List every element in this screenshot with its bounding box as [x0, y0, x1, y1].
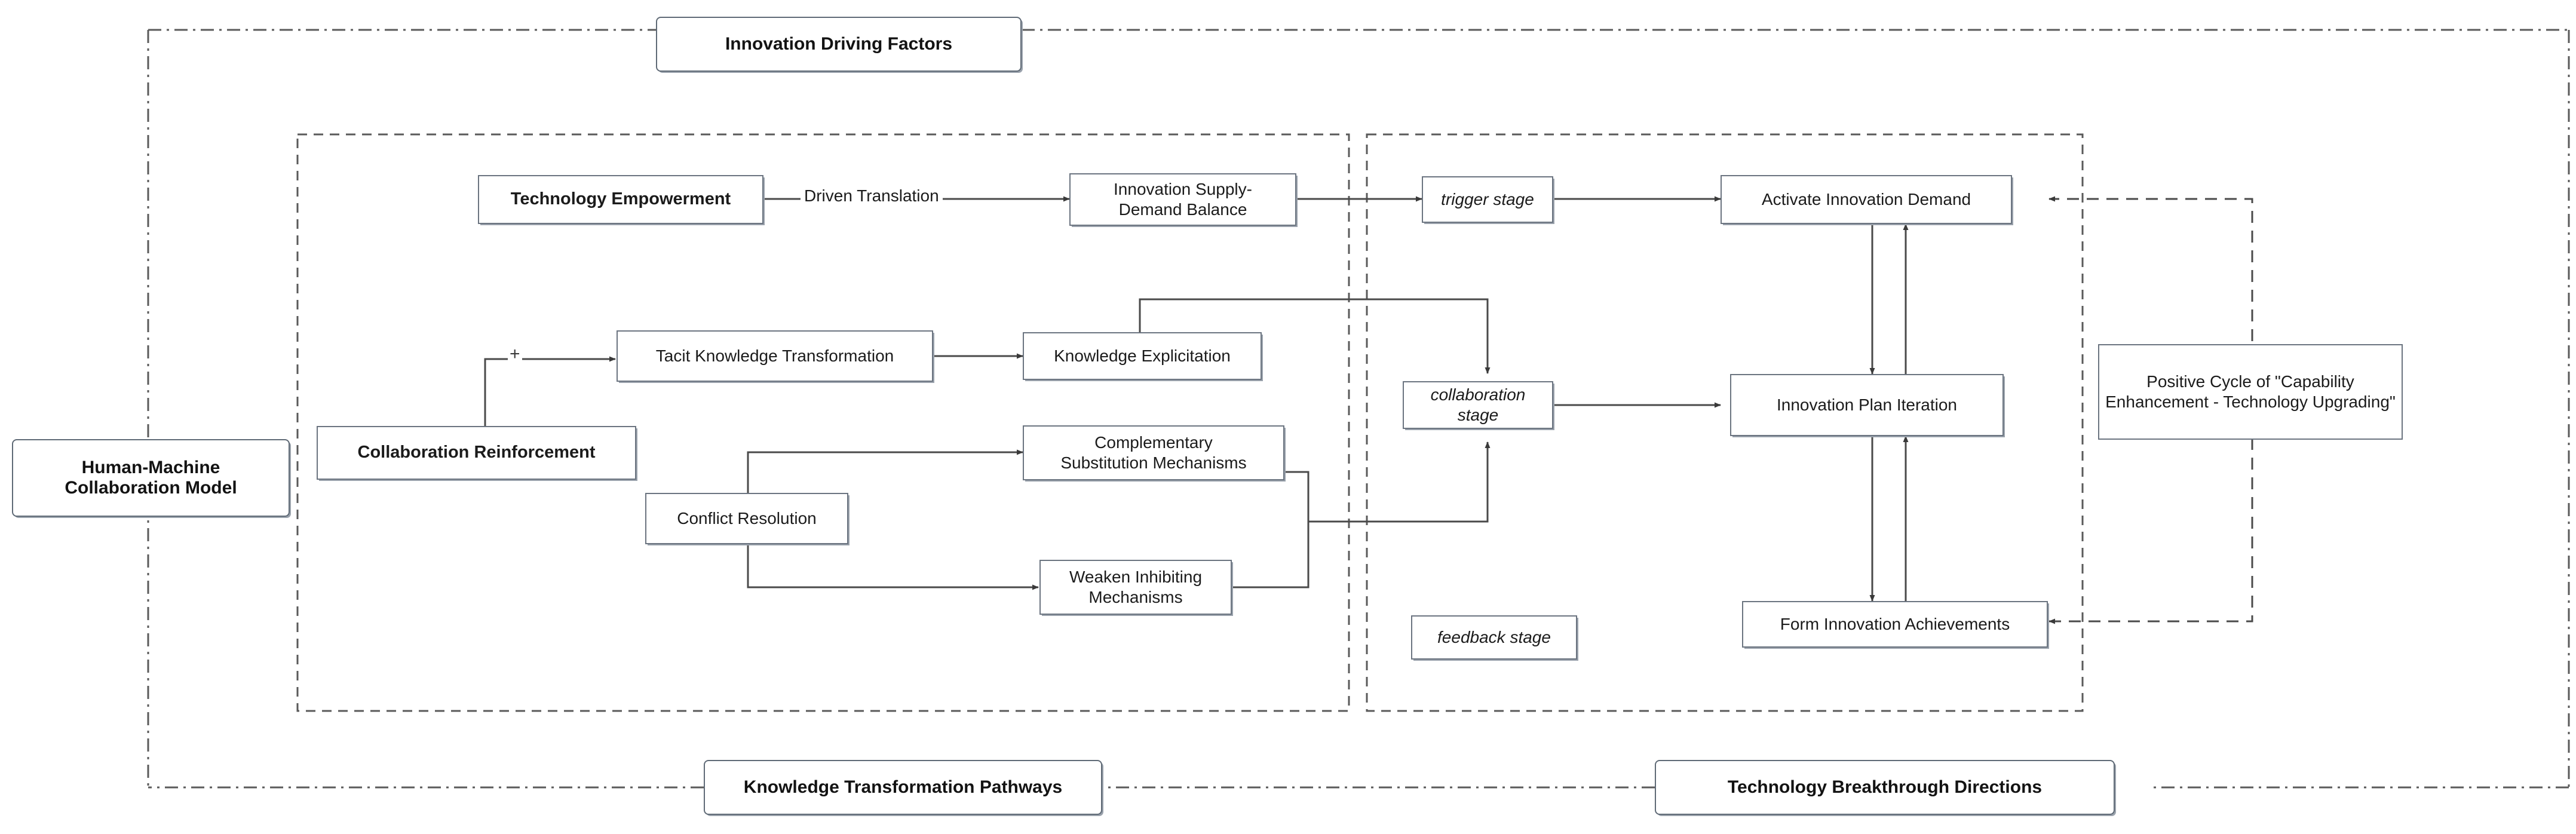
- node-technology-empowerment-label: Technology Empowerment: [510, 189, 731, 209]
- node-complementary-substitution-mechanisms[interactable]: Complementary Substitution Mechanisms: [1023, 425, 1284, 480]
- node-activate-innovation-demand-label: Activate Innovation Demand: [1761, 189, 1971, 208]
- node-technology-empowerment[interactable]: Technology Empowerment: [478, 175, 763, 224]
- node-collaboration-reinforcement-label: Collaboration Reinforcement: [357, 443, 596, 462]
- node-tacit-knowledge-transformation[interactable]: Tacit Knowledge Transformation: [617, 330, 933, 382]
- banner-innovation-driving-factors-label: Innovation Driving Factors: [725, 34, 953, 54]
- node-knowledge-explicitation-label: Knowledge Explicitation: [1054, 346, 1231, 365]
- banner-technology-breakthrough-directions[interactable]: Technology Breakthrough Directions: [1655, 760, 2115, 815]
- node-weaken-inhibiting-mechanisms[interactable]: Weaken Inhibiting Mechanisms: [1039, 560, 1232, 615]
- node-feedback-stage[interactable]: feedback stage: [1411, 615, 1577, 660]
- node-collaboration-stage-label: collaboration stage: [1430, 385, 1526, 424]
- node-activate-innovation-demand[interactable]: Activate Innovation Demand: [1721, 175, 2012, 224]
- node-conflict-resolution[interactable]: Conflict Resolution: [645, 493, 848, 544]
- edge-label-driven-translation: Driven Translation: [801, 186, 943, 206]
- node-trigger-stage[interactable]: trigger stage: [1422, 176, 1553, 223]
- node-feedback-stage-label: feedback stage: [1437, 627, 1551, 646]
- node-tacit-knowledge-transformation-label: Tacit Knowledge Transformation: [655, 346, 894, 365]
- node-innovation-plan-iteration[interactable]: Innovation Plan Iteration: [1730, 374, 2004, 436]
- banner-technology-breakthrough-directions-label: Technology Breakthrough Directions: [1727, 777, 2043, 797]
- banner-knowledge-transformation-pathways[interactable]: Knowledge Transformation Pathways: [704, 760, 1102, 815]
- edge-marker-positive: +: [508, 345, 522, 363]
- anchor-human-machine-collaboration-model[interactable]: Human-Machine Collaboration Model: [12, 439, 290, 517]
- edge-marker-positive-text: +: [510, 344, 520, 364]
- node-collaboration-reinforcement[interactable]: Collaboration Reinforcement: [317, 426, 636, 480]
- node-positive-cycle[interactable]: Positive Cycle of "Capability Enhancemen…: [2098, 344, 2403, 440]
- anchor-human-machine-collaboration-model-label: Human-Machine Collaboration Model: [65, 458, 237, 498]
- node-conflict-resolution-label: Conflict Resolution: [677, 508, 817, 528]
- node-innovation-supply-demand-balance-label: Innovation Supply- Demand Balance: [1114, 179, 1252, 219]
- edge-label-driven-translation-text: Driven Translation: [804, 186, 939, 205]
- node-form-innovation-achievements[interactable]: Form Innovation Achievements: [1742, 601, 2048, 648]
- node-form-innovation-achievements-label: Form Innovation Achievements: [1780, 614, 2010, 633]
- node-complementary-substitution-mechanisms-label: Complementary Substitution Mechanisms: [1060, 433, 1247, 472]
- node-innovation-plan-iteration-label: Innovation Plan Iteration: [1777, 395, 1957, 414]
- node-weaken-inhibiting-mechanisms-label: Weaken Inhibiting Mechanisms: [1069, 567, 1203, 606]
- node-trigger-stage-label: trigger stage: [1441, 189, 1534, 208]
- banner-knowledge-transformation-pathways-label: Knowledge Transformation Pathways: [743, 777, 1063, 797]
- node-knowledge-explicitation[interactable]: Knowledge Explicitation: [1023, 332, 1262, 380]
- node-collaboration-stage[interactable]: collaboration stage: [1403, 381, 1553, 429]
- node-positive-cycle-label: Positive Cycle of "Capability Enhancemen…: [2105, 372, 2396, 411]
- node-innovation-supply-demand-balance[interactable]: Innovation Supply- Demand Balance: [1069, 173, 1296, 226]
- banner-innovation-driving-factors[interactable]: Innovation Driving Factors: [656, 17, 1022, 72]
